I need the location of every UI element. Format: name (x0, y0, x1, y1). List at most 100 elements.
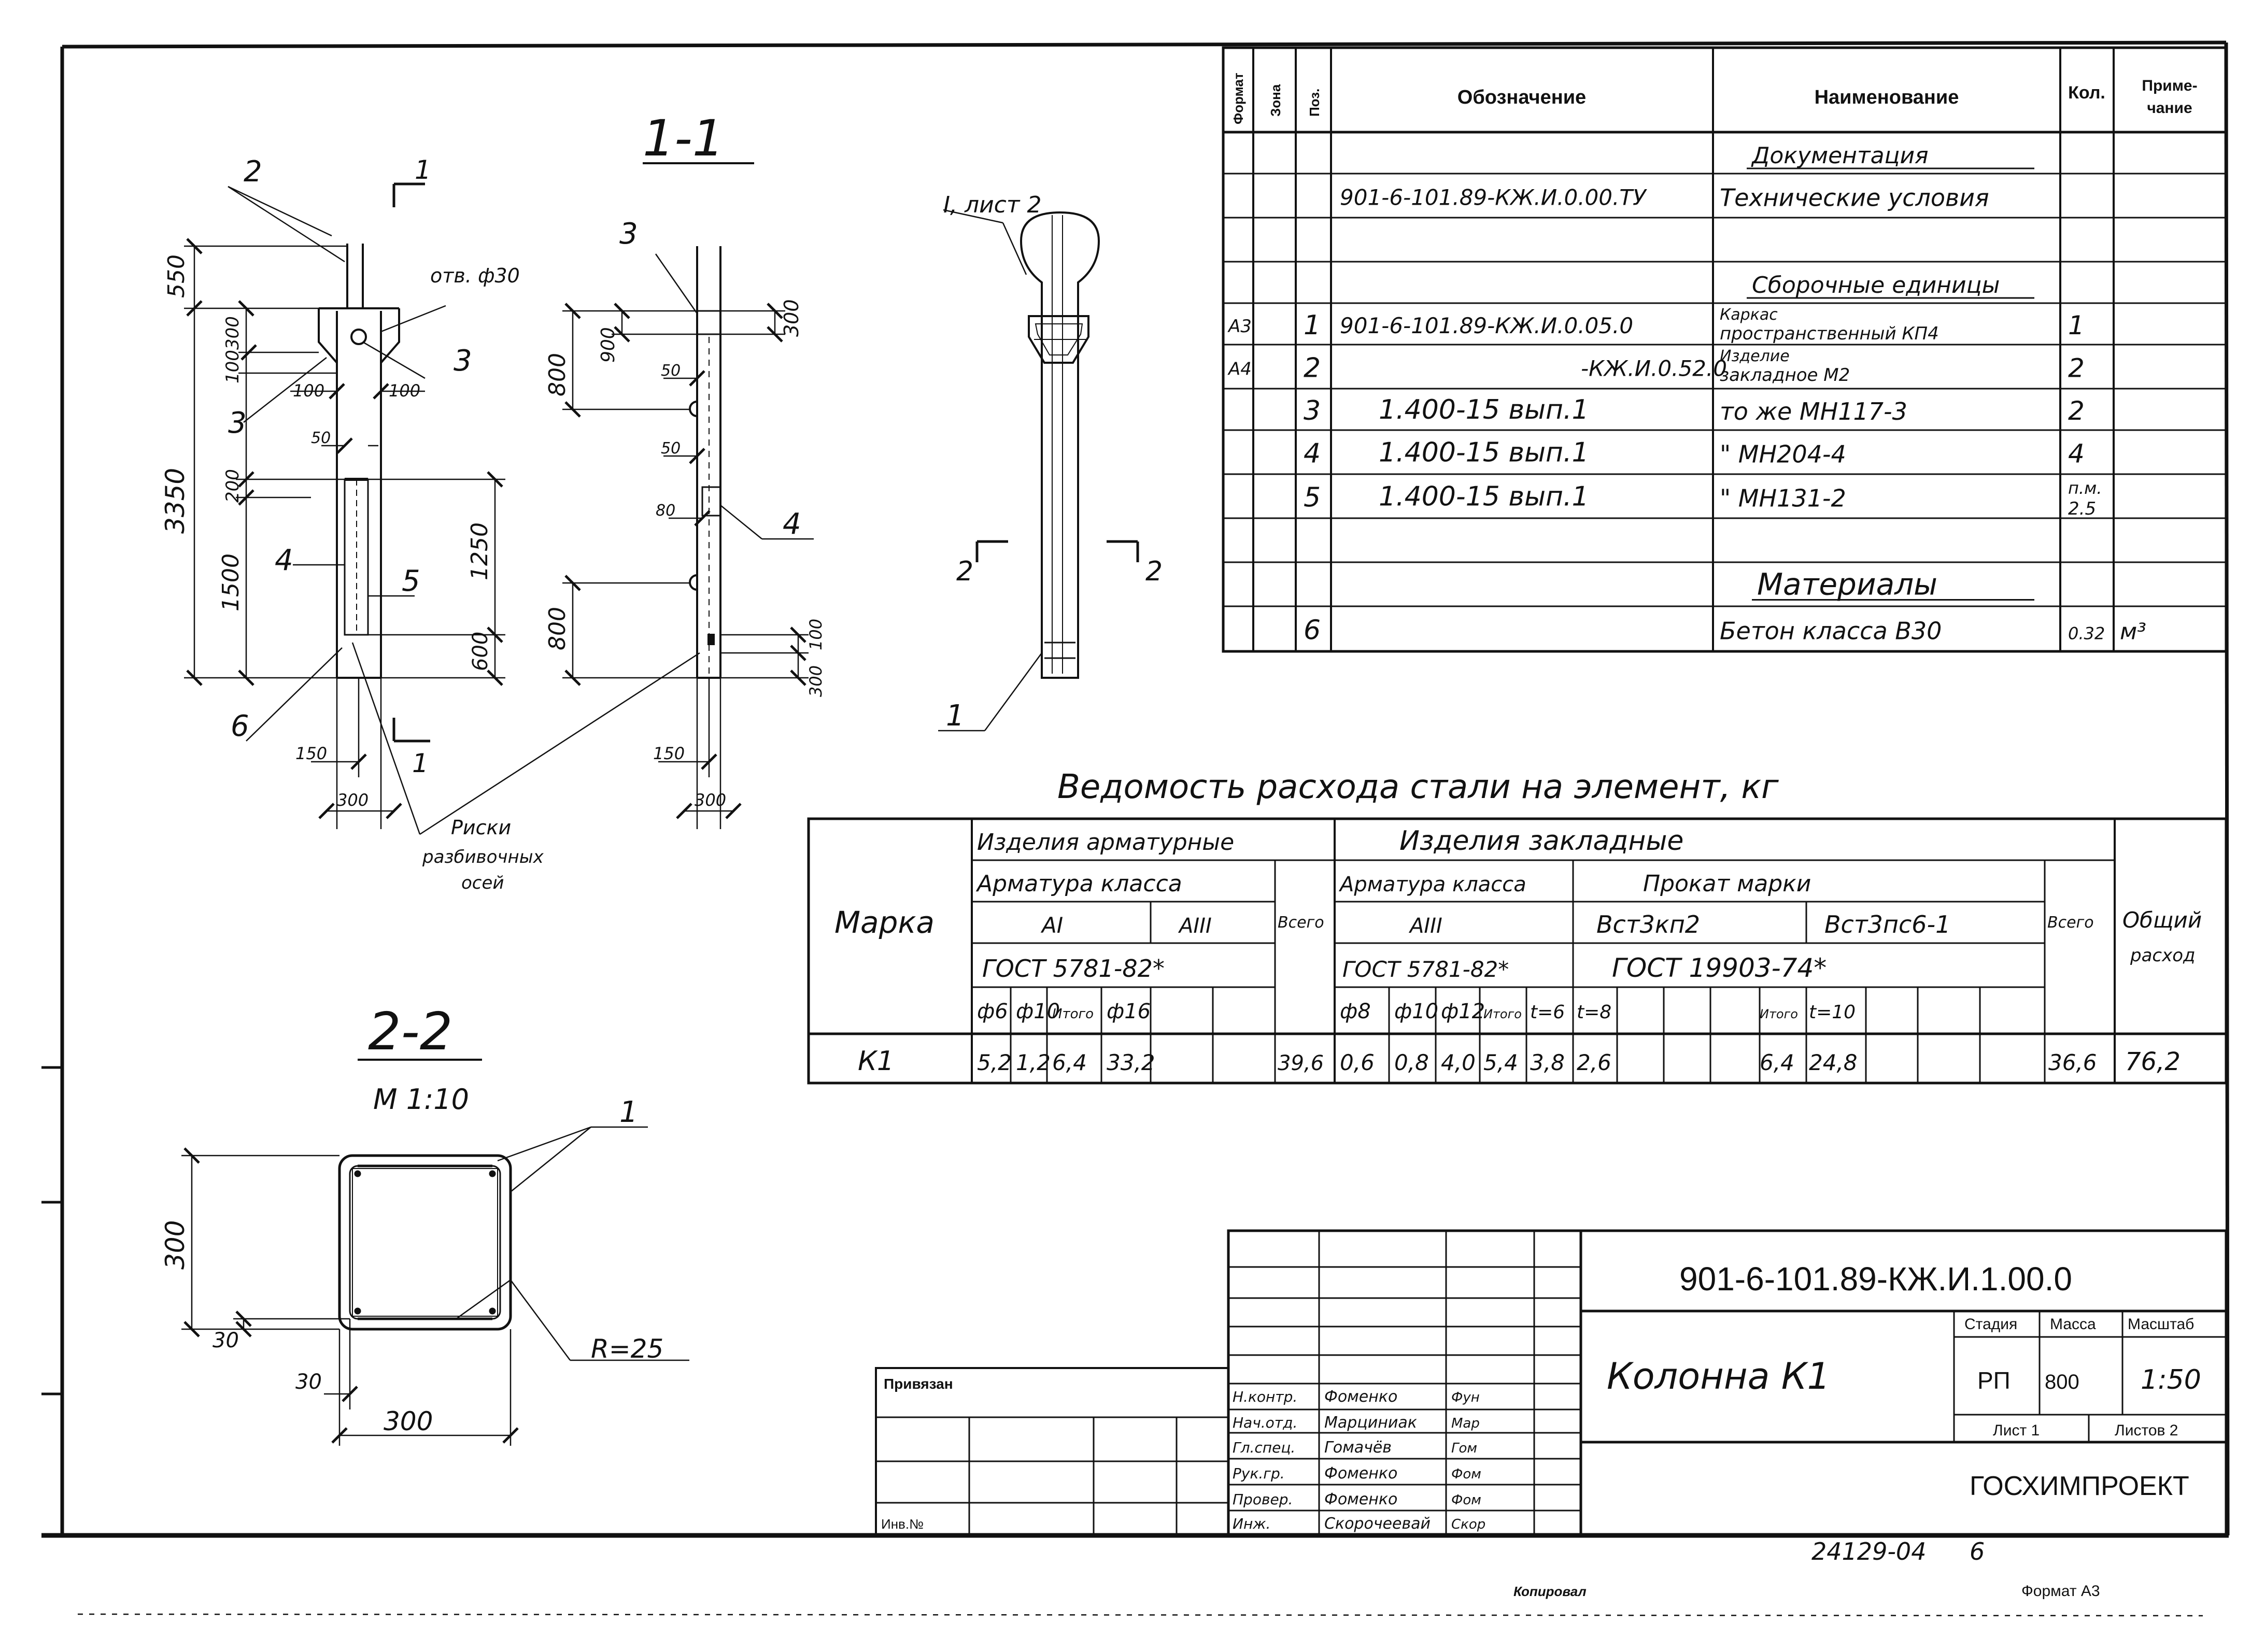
tb-signature: Фун (1451, 1390, 1480, 1405)
side-dim-50a: 50 (661, 362, 681, 380)
cut-2-left: 2 (956, 556, 973, 587)
steel-embed-total: 36,6 (2048, 1050, 2097, 1075)
spec-header-pos: Поз. (1307, 89, 1322, 117)
spec-row-format: А4 (1227, 359, 1252, 380)
mass-label: Масса (2050, 1316, 2096, 1333)
dim-100-right: 100 (389, 381, 420, 401)
marks-label-3: осей (461, 873, 504, 893)
footer-number: 24129-04 (1811, 1537, 1926, 1565)
tb-role: Нач.отд. (1233, 1414, 1297, 1431)
spec-header-format: Формат (1230, 73, 1246, 124)
steel-row-mark: К1 (858, 1046, 894, 1077)
steel-val-embed: 5,4 (1483, 1050, 1518, 1075)
spec-row-pos: 1 (1304, 310, 1321, 341)
spec-header-zone: Зона (1268, 84, 1283, 117)
section-1-1 (562, 246, 814, 829)
spec-row-qty: 1 (2068, 310, 2085, 340)
side-dim-300: 300 (780, 299, 803, 337)
tb-role: Рук.гр. (1233, 1465, 1285, 1482)
sec-dim-30v: 30 (213, 1329, 239, 1352)
spec-row-pos: 4 (1304, 438, 1321, 469)
sec-pos-1: 1 (619, 1095, 638, 1129)
front-pos-6: 6 (231, 709, 249, 743)
steel-val-rebar: 1,2 (1016, 1050, 1051, 1075)
steel-group-embed: Изделия закладные (1399, 825, 1683, 857)
steel-sub-embed: ф10 (1394, 1000, 1438, 1023)
spec-row-name: " МН131-2 (1720, 485, 1846, 512)
steel-val-rebar: 6,4 (1052, 1050, 1087, 1075)
side-dim-300b: 300 (806, 665, 826, 697)
dim-100-left: 100 (293, 381, 324, 401)
side-dim-300c: 300 (695, 790, 726, 810)
side-dim-100: 100 (806, 619, 826, 650)
steel-sub-rolled: Итого (1760, 1007, 1798, 1021)
tb-role: Инж. (1233, 1515, 1270, 1532)
steel-sub-rebar: ф6 (977, 1000, 1008, 1023)
steel-overall-2: расход (2130, 945, 2196, 966)
cut-mark-top: 1 (415, 155, 431, 185)
side-dim-80: 80 (656, 502, 675, 520)
spec-row-pos: 3 (1304, 395, 1321, 426)
steel-rolled: Прокат марки (1643, 871, 1811, 897)
steel-gost3: ГОСТ 19903-74* (1612, 953, 1827, 983)
steel-val-rolled: 2,6 (1577, 1050, 1611, 1075)
dim-300-bottom: 300 (337, 790, 369, 810)
steel-val-rolled: 3,8 (1530, 1050, 1565, 1075)
sheets-label: Листов 2 (2115, 1422, 2178, 1439)
steel-sub-embed: ф8 (1340, 1000, 1371, 1023)
section-1-1-title: 1-1 (643, 109, 724, 167)
spec-header-designation: Обозначение (1457, 87, 1586, 108)
spec-row-name: Бетон класса В30 (1720, 617, 1942, 645)
steel-a3: АIII (1178, 914, 1212, 938)
spec-row-name: Изделие (1720, 347, 1790, 365)
spec-row-name2: закладное М2 (1720, 365, 1850, 386)
marks-label-2: разбивочных (422, 847, 544, 867)
steel-rebar-class: Арматура класса (975, 871, 1182, 897)
dim-1500: 1500 (218, 553, 244, 611)
side-pos-4: 4 (783, 507, 801, 541)
steel-sub-rebar: Итого (1052, 1006, 1094, 1022)
spec-row-qty: 4 (2068, 439, 2085, 469)
spec-row-qty: п.м. (2068, 478, 2102, 498)
steel-val-embed: 4,0 (1441, 1050, 1476, 1075)
steel-gost2: ГОСТ 5781-82* (1342, 957, 1509, 982)
steel-vst2: Вст3пс6-1 (1824, 910, 1950, 938)
spec-row-pos: 2 (1304, 353, 1321, 384)
front-pos-3b: 3 (228, 406, 247, 440)
steel-gost1: ГОСТ 5781-82* (982, 955, 1165, 982)
tb-signature: Фом (1451, 1466, 1481, 1482)
steel-sub-rolled: t=8 (1577, 1002, 1611, 1023)
footer-copied: Копировал (1513, 1584, 1587, 1599)
inv-label: Инв.№ (881, 1516, 924, 1532)
section-2-2-labels: 2-2 М 1:10 300 30 30 300 R=25 1 (160, 1001, 663, 1436)
stage-label: Стадия (1964, 1316, 2017, 1333)
spec-row-qty: 2 (2068, 396, 2085, 426)
steel-table-title: Ведомость расхода стали на элемент, кг (1057, 768, 1779, 806)
footer-sheet: 6 (1970, 1537, 1985, 1565)
spec-header-note-2: чание (2147, 99, 2192, 117)
steel-a3b: АIII (1408, 914, 1442, 938)
dim-100-vert: 100 (222, 350, 243, 383)
hole-label: отв. ф30 (430, 264, 520, 287)
steel-sub-rolled: t=10 (1809, 1002, 1856, 1023)
spec-header-note-1: Приме- (2142, 77, 2197, 94)
steel-total: Всего (1278, 914, 1324, 932)
title-block-text: 901-6-101.89-КЖ.И.1.00.0 Колонна К1 Стад… (881, 1260, 2201, 1532)
cage-pos-1: 1 (946, 699, 965, 733)
tb-name: Фоменко (1324, 1490, 1397, 1508)
spec-row-name: то же МН117-3 (1720, 397, 1907, 425)
tb-name: Марциниак (1324, 1414, 1417, 1432)
spec-section-heading: Сборочные единицы (1752, 272, 2000, 298)
drawing-code: 901-6-101.89-КЖ.И.1.00.0 (1679, 1260, 2072, 1298)
tb-name: Гомачёв (1324, 1439, 1392, 1457)
side-dim-50b: 50 (661, 439, 681, 458)
steel-embed-rebar-class: Арматура класса (1338, 873, 1526, 896)
detail-ref: I, лист 2 (943, 192, 1041, 218)
section-2-2 (181, 1126, 689, 1446)
spec-section-heading: Документация (1751, 143, 1929, 169)
steel-sub-rebar: ф16 (1107, 1000, 1151, 1023)
scale-value: 1:50 (2141, 1364, 2201, 1395)
steel-val-rolled: 24,8 (1809, 1050, 1858, 1075)
section-2-2-scale: М 1:10 (373, 1083, 469, 1116)
